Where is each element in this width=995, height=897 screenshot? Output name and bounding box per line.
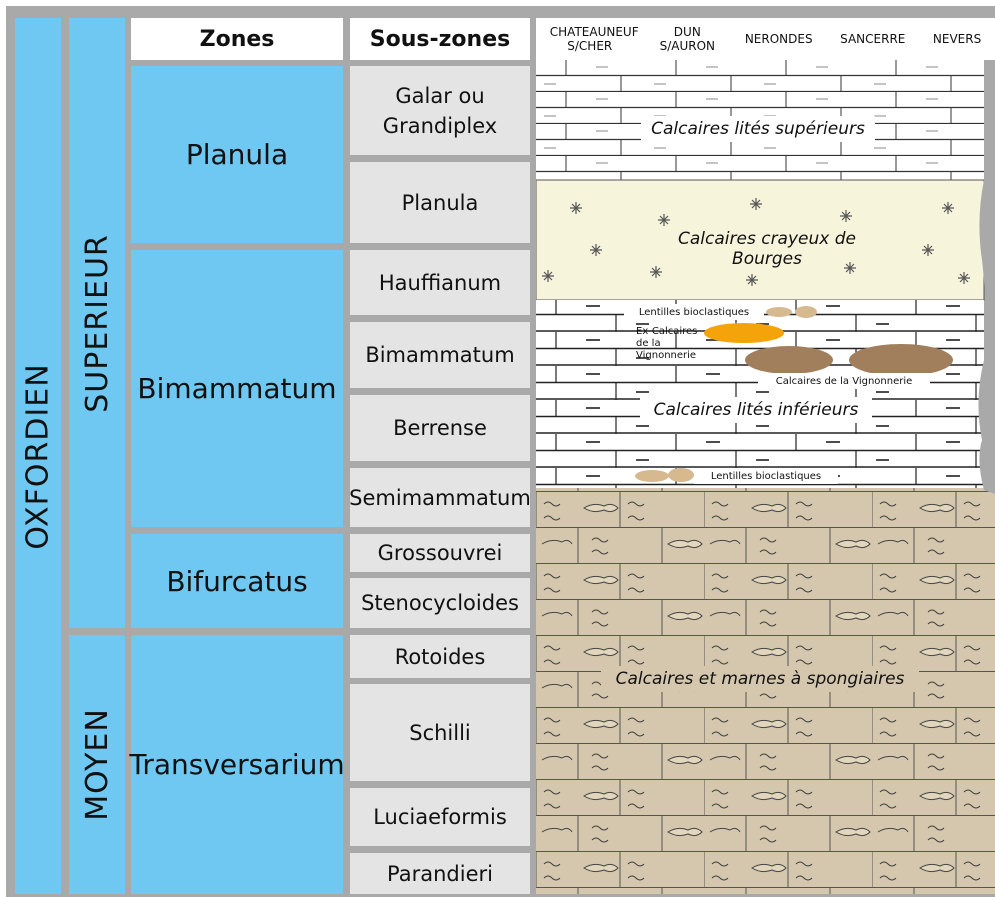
- subzone-stenocycloides: Stenocycloides: [350, 578, 530, 628]
- label-calcaires-crayeux: Calcaires crayeux de Bourges: [641, 236, 893, 262]
- substage-superieur-cell: SUPERIEUR: [69, 18, 125, 628]
- stage-cell: OXFORDIEN: [15, 18, 61, 894]
- location-sancerre: SANCERRE: [840, 32, 905, 46]
- subzone-berrense: Berrense: [350, 395, 530, 461]
- location-nerondes: NERONDES: [745, 32, 813, 46]
- substage-label-moyen: MOYEN: [80, 708, 115, 821]
- label-calcaires-lites-superieurs: Calcaires lités supérieurs: [641, 116, 875, 142]
- subzones-header: Sous-zones: [350, 18, 530, 60]
- subzone-hauffianum: Hauffianum: [350, 250, 530, 315]
- subzone-galar: Galar ou Grandiplex: [350, 66, 530, 155]
- zone-planula: Planula: [131, 66, 343, 243]
- substage-moyen-cell: MOYEN: [69, 635, 125, 894]
- subzone-rotoides: Rotoides: [350, 635, 530, 678]
- subzone-semimammatum: Semimammatum: [350, 468, 530, 527]
- zone-transversarium: Transversarium: [131, 635, 343, 894]
- zone-bimammatum: Bimammatum: [131, 250, 343, 527]
- location-dun: DUN S/AURON: [657, 25, 717, 53]
- label-calcaires-lites-inferieurs: Calcaires lités inférieurs: [640, 397, 872, 423]
- label-lentilles-bottom: Lentilles bioclastiques: [694, 468, 838, 484]
- locations-header: CHATEAUNEUF S/CHER DUN S/AURON NERONDES …: [536, 18, 995, 60]
- label-calcaires-vignonnerie: Calcaires de la Vignonnerie: [758, 373, 930, 389]
- subzone-schilli: Schilli: [350, 684, 530, 781]
- subzone-grossouvrei: Grossouvrei: [350, 534, 530, 572]
- stage-label: OXFORDIEN: [21, 363, 56, 549]
- label-lentilles-top: Lentilles bioclastiques: [624, 304, 764, 320]
- location-chateauneuf: CHATEAUNEUF S/CHER: [550, 25, 630, 53]
- substage-label-superieur: SUPERIEUR: [80, 234, 115, 413]
- zones-header: Zones: [131, 18, 343, 60]
- label-spongiaires: Calcaires et marnes à spongiaires: [601, 666, 919, 692]
- subzone-planula: Planula: [350, 162, 530, 243]
- location-nevers: NEVERS: [933, 32, 981, 46]
- label-ex-calcaires: Ex-Calcaires de la Vignonnerie: [636, 329, 712, 359]
- subzone-luciaeformis: Luciaeformis: [350, 788, 530, 846]
- subzone-parandieri: Parandieri: [350, 853, 530, 894]
- subzone-bimammatum: Bimammatum: [350, 322, 530, 388]
- zone-bifurcatus: Bifurcatus: [131, 534, 343, 628]
